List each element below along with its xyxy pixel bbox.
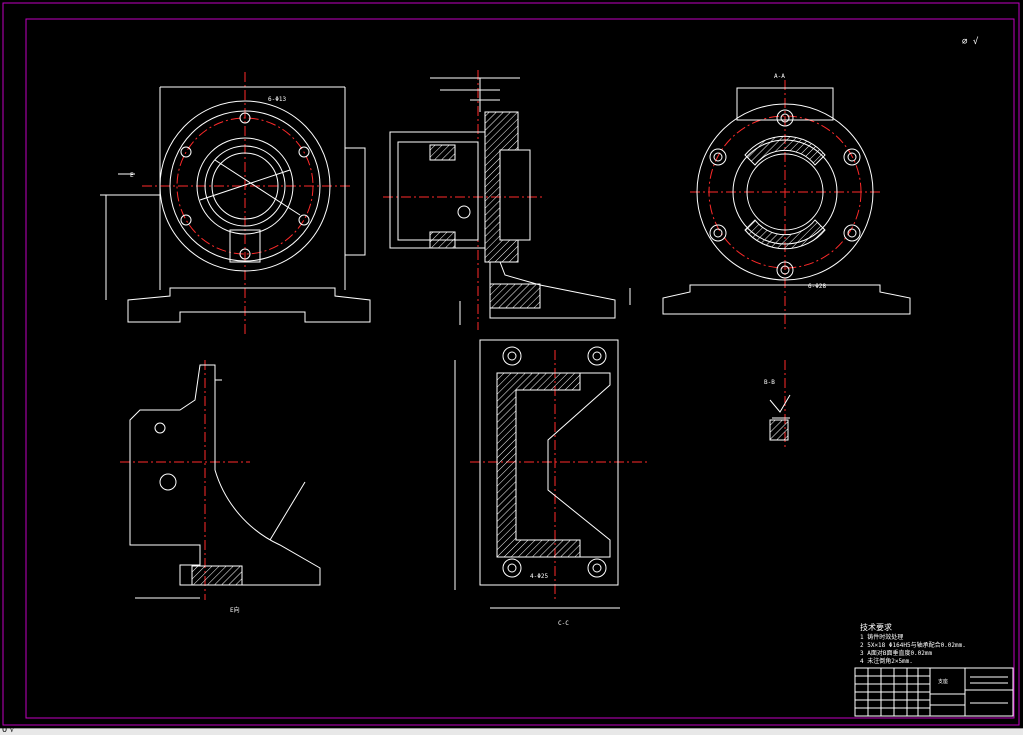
view-e[interactable]: E向 [120, 360, 321, 614]
front-view[interactable]: E 6-Φ13 [100, 72, 371, 335]
notes-line-1: 1 铸件时效处理 [860, 633, 903, 641]
notes-line-2: 2 5X×18 Φ164H5与轴承配合0.02mm. [860, 641, 966, 649]
view-label-e: E向 [230, 606, 240, 614]
view-aa[interactable]: A-A 6-Φ28 [662, 73, 911, 330]
title-block-name: 支座 [938, 678, 948, 685]
view-label-cc: C-C [558, 620, 569, 627]
notes-line-3: 3 A面对B面垂直度0.02mm [860, 649, 933, 657]
section-view[interactable] [383, 70, 631, 330]
surface-finish-mark: ⌀ √ [962, 36, 979, 47]
view-label-aa: A-A [774, 73, 785, 80]
notes-title: 技术要求 [860, 622, 892, 632]
view-cc[interactable]: 4-Φ25 C-C [454, 339, 650, 627]
dim-arrow-e: E [130, 172, 134, 179]
section-bb[interactable]: B-B [764, 360, 791, 450]
dim-bottom-holes: 4-Φ25 [530, 573, 548, 580]
dim-hole-left: 6-Φ13 [268, 96, 286, 103]
status-text: 0 √ [2, 725, 15, 734]
dim-hole-right: 6-Φ28 [808, 283, 826, 290]
drawing-frame [25, 18, 1015, 719]
section-label-bb: B-B [764, 379, 775, 386]
notes-line-4: 4 未注倒角2×5mm. [860, 657, 913, 665]
status-bar: 0 √ [0, 725, 1023, 735]
technical-notes: 技术要求 1 铸件时效处理 2 5X×18 Φ164H5与轴承配合0.02mm.… [860, 622, 966, 665]
title-block[interactable]: 支座 [854, 667, 1014, 717]
